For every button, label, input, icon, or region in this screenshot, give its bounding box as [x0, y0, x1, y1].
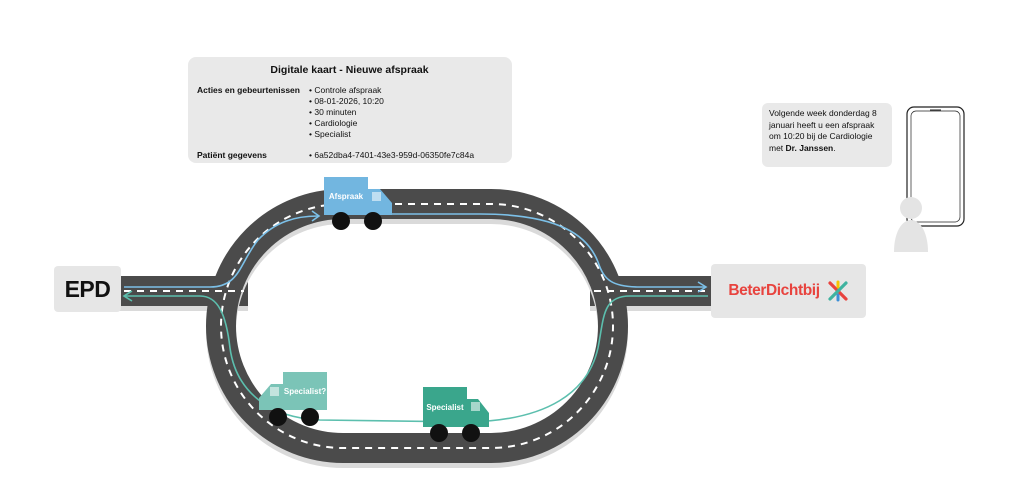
truck-label: Specialist? — [284, 387, 326, 396]
message-end: . — [833, 142, 836, 153]
row-value: 30 minuten — [309, 107, 384, 118]
row-values: Controle afspraak 08-01-2026, 10:20 30 m… — [309, 85, 384, 140]
row-value: Specialist — [309, 129, 384, 140]
row-label: Patiënt gegevens — [197, 150, 267, 160]
beterdichtbij-node: BeterDichtbij — [711, 264, 866, 318]
row-value: 08-01-2026, 10:20 — [309, 96, 383, 107]
row-values: 6a52dba4-7401-43e3-959d-06350fe7c84a — [309, 150, 474, 161]
message-bubble: Volgende week donderdag 8 januari heeft … — [762, 103, 892, 167]
row-value: 6a52dba4-7401-43e3-959d-06350fe7c84a — [309, 150, 474, 161]
beterdichtbij-label: BeterDichtbij — [728, 282, 820, 299]
row-value: Cardiologie — [309, 118, 384, 129]
truck-specialist: Specialist — [423, 387, 489, 442]
row-label: Acties en gebeurtenissen — [197, 85, 300, 95]
oval-road — [124, 189, 708, 468]
digital-card: Digitale kaart - Nieuwe afspraak Acties … — [188, 57, 512, 163]
truck-specialist-question: Specialist? — [259, 372, 327, 426]
row-value: Controle afspraak — [309, 85, 384, 96]
epd-label: EPD — [64, 275, 111, 302]
message-doctor: Dr. Janssen — [785, 142, 834, 153]
card-title: Digitale kaart - Nieuwe afspraak — [270, 64, 429, 76]
smartphone-icon — [906, 106, 965, 227]
route-blue — [124, 210, 708, 293]
beterdichtbij-logo-icon — [828, 280, 848, 302]
message-text: Volgende week donderdag 8 januari heeft … — [769, 108, 877, 153]
epd-node: EPD — [54, 266, 121, 312]
truck-label: Afspraak — [329, 192, 364, 201]
card-row-actions: Acties en gebeurtenissen Controle afspra… — [197, 85, 502, 140]
truck-label: Specialist — [426, 403, 464, 412]
person-icon — [894, 197, 928, 252]
card-row-patient: Patiënt gegevens 6a52dba4-7401-43e3-959d… — [197, 150, 502, 161]
truck-afspraak: Afspraak — [324, 177, 392, 230]
